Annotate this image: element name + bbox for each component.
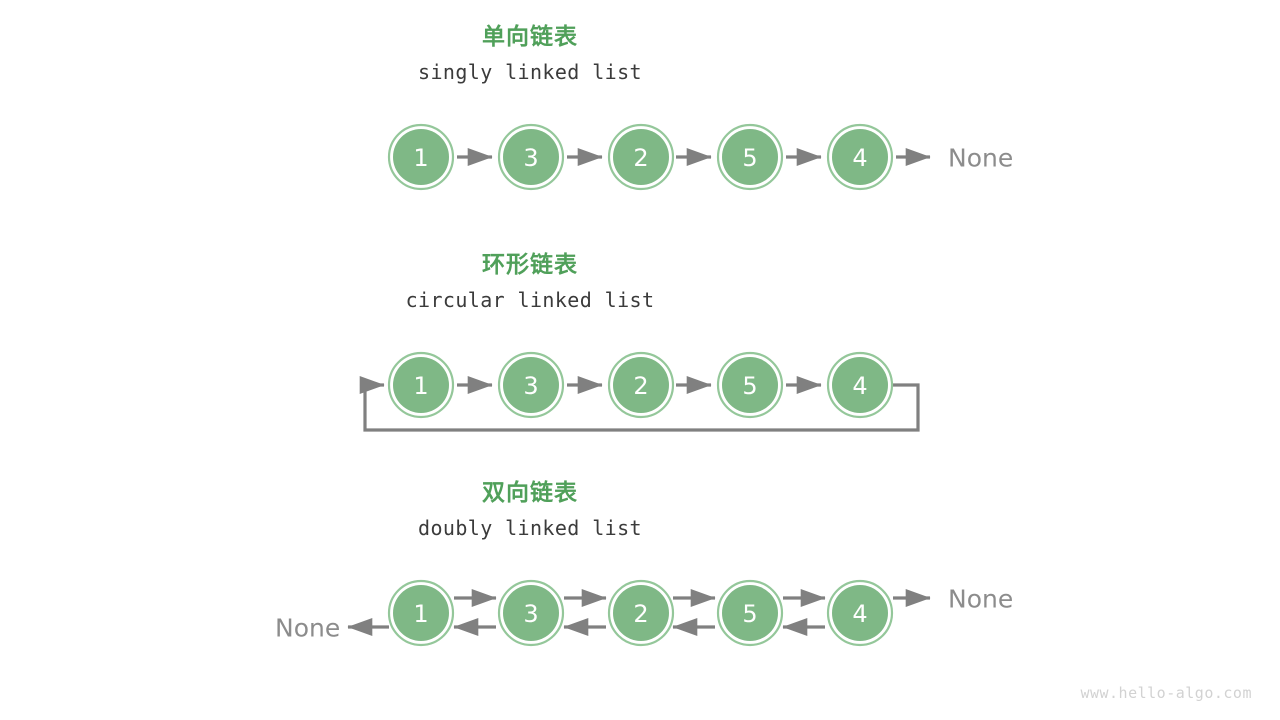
node-circular-3: 5 — [716, 351, 784, 419]
node-label: 3 — [523, 144, 538, 172]
node-label: 1 — [413, 144, 428, 172]
node-circular-4: 4 — [826, 351, 894, 419]
watermark: www.hello-algo.com — [1080, 684, 1252, 702]
node-singly-2: 2 — [607, 123, 675, 191]
node-singly-1: 3 — [497, 123, 565, 191]
node-label: 3 — [523, 600, 538, 628]
singly-title-en: singly linked list — [418, 60, 642, 84]
node-circular-1: 3 — [497, 351, 565, 419]
node-label: 1 — [413, 600, 428, 628]
circular-title-cn: 环形链表 — [482, 252, 578, 278]
doubly-title-cn: 双向链表 — [482, 480, 578, 506]
doubly-head-none-label: None — [275, 614, 340, 643]
node-doubly-2: 2 — [607, 579, 675, 647]
section-doubly-linked-list: 双向链表 doubly linked list — [0, 478, 1280, 663]
node-singly-4: 4 — [826, 123, 894, 191]
circular-canvas: 1 3 2 5 4 — [359, 351, 920, 432]
node-label: 3 — [523, 372, 538, 400]
doubly-tail-none-label: None — [948, 585, 1013, 614]
node-circular-2: 2 — [607, 351, 675, 419]
node-label: 4 — [852, 372, 867, 400]
node-circular-0: 1 — [387, 351, 455, 419]
node-label: 4 — [852, 600, 867, 628]
section-singly-linked-list: 单向链表 singly linked list 1 — [0, 22, 1280, 222]
node-label: 5 — [742, 600, 757, 628]
node-label: 5 — [742, 372, 757, 400]
doubly-canvas: 1 3 2 5 4 None None — [275, 579, 1013, 647]
node-doubly-0: 1 — [387, 579, 455, 647]
singly-tail-none-label: None — [948, 144, 1013, 173]
node-label: 2 — [633, 372, 648, 400]
singly-canvas: 1 3 2 5 4 None — [387, 123, 1013, 191]
node-label: 4 — [852, 144, 867, 172]
circular-title-en: circular linked list — [405, 288, 655, 312]
node-doubly-4: 4 — [826, 579, 894, 647]
singly-title-cn: 单向链表 — [482, 24, 578, 50]
node-doubly-3: 5 — [716, 579, 784, 647]
node-singly-3: 5 — [716, 123, 784, 191]
section-circular-linked-list: 环形链表 circular linked list 1 — [0, 250, 1280, 450]
node-singly-0: 1 — [387, 123, 455, 191]
node-doubly-1: 3 — [497, 579, 565, 647]
node-label: 1 — [413, 372, 428, 400]
doubly-title-en: doubly linked list — [418, 516, 642, 540]
circular-loopback-edge — [359, 376, 920, 432]
node-label: 5 — [742, 144, 757, 172]
node-label: 2 — [633, 144, 648, 172]
node-label: 2 — [633, 600, 648, 628]
